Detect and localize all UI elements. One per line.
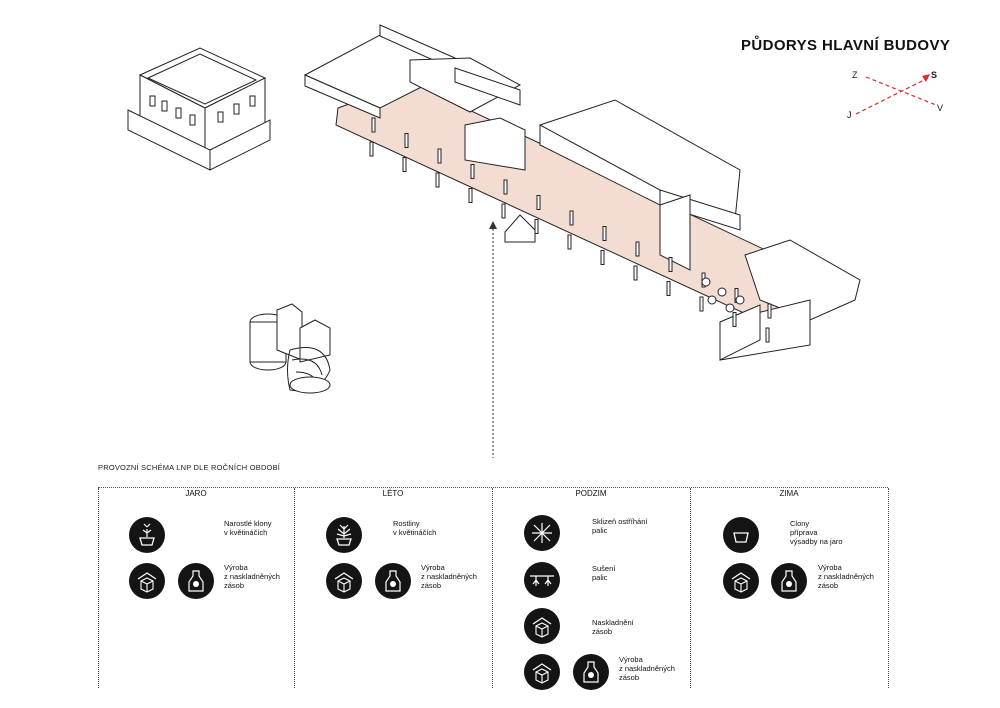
seedling-pot-icon bbox=[129, 517, 165, 553]
column bbox=[534, 219, 539, 234]
column bbox=[536, 195, 541, 210]
bottle-icon bbox=[573, 654, 609, 690]
season-name: JARO bbox=[185, 489, 207, 498]
bottle-icon bbox=[178, 563, 214, 599]
column bbox=[668, 257, 673, 272]
season-name: ZIMA bbox=[779, 489, 799, 498]
column bbox=[369, 141, 374, 157]
box-house-icon bbox=[524, 608, 560, 644]
column bbox=[765, 327, 770, 343]
schema-title: PROVOZNÍ SCHÉMA LNP DLE ROČNÍCH OBDOBÍ bbox=[98, 463, 281, 472]
isometric-floor-plan bbox=[127, 24, 937, 458]
column bbox=[501, 203, 506, 219]
season-name: LÉTO bbox=[382, 489, 404, 498]
page-title: PŮDORYS HLAVNÍ BUDOVY bbox=[741, 37, 951, 54]
box-house-icon bbox=[723, 563, 759, 599]
compass-label-s: S bbox=[931, 70, 938, 80]
empty-pot-icon bbox=[723, 517, 759, 553]
box-house-icon bbox=[326, 563, 362, 599]
column bbox=[602, 226, 607, 241]
column bbox=[503, 179, 508, 195]
item-label: Výroba z naskladněných zásob bbox=[619, 655, 675, 682]
column bbox=[699, 296, 704, 312]
season-zima: ZIMA bbox=[690, 487, 888, 689]
column bbox=[470, 164, 475, 179]
harvest-cut-icon bbox=[524, 515, 560, 551]
column bbox=[767, 303, 772, 319]
divider bbox=[492, 488, 493, 688]
divider bbox=[98, 488, 99, 688]
column bbox=[435, 172, 440, 188]
column bbox=[633, 265, 638, 281]
connector-arrow-icon bbox=[489, 221, 497, 229]
item-label: Výroba z naskladněných zásob bbox=[421, 563, 477, 590]
compass-label-v: V bbox=[937, 103, 944, 113]
column bbox=[600, 250, 605, 265]
north-arrow-icon bbox=[922, 74, 930, 82]
item-label: Naskladnění zásob bbox=[592, 618, 634, 636]
column bbox=[567, 234, 572, 250]
item-label: Rostliny v květináčích bbox=[393, 519, 437, 537]
plant-pot-icon bbox=[326, 517, 362, 553]
spiral-staircase bbox=[249, 303, 331, 394]
column-grid bbox=[369, 117, 772, 343]
bottle-icon bbox=[771, 563, 807, 599]
column bbox=[437, 148, 442, 164]
cafe-seating bbox=[701, 277, 745, 313]
season-name: PODZIM bbox=[575, 489, 607, 498]
small-building bbox=[127, 47, 271, 171]
column bbox=[468, 188, 473, 203]
drying-icon bbox=[524, 562, 560, 598]
column bbox=[666, 281, 671, 296]
box-house-icon bbox=[524, 654, 560, 690]
divider bbox=[690, 488, 691, 688]
compass-rose bbox=[855, 74, 937, 115]
item-label: Clony příprava výsadby na jaro bbox=[790, 519, 843, 546]
compass-label-j: J bbox=[847, 110, 852, 120]
bottle-icon bbox=[375, 563, 411, 599]
item-label: Sušení palic bbox=[592, 564, 616, 582]
item-label: Výroba z naskladněných zásob bbox=[224, 563, 280, 590]
divider bbox=[98, 487, 888, 488]
divider bbox=[888, 488, 889, 688]
item-label: Narostlé klony v květináčích bbox=[224, 519, 272, 537]
season-podzim: PODZIM bbox=[492, 487, 690, 689]
column bbox=[635, 241, 640, 257]
compass-label-z: Z bbox=[852, 70, 858, 80]
season-jaro: JARO bbox=[98, 487, 294, 689]
column bbox=[402, 157, 407, 172]
column bbox=[569, 210, 574, 226]
column bbox=[404, 133, 409, 148]
item-label: Výroba z naskladněných zásob bbox=[818, 563, 874, 590]
season-leto: LÉTO bbox=[294, 487, 492, 689]
box-house-icon bbox=[129, 563, 165, 599]
column bbox=[732, 312, 737, 327]
entrance-stair bbox=[504, 214, 536, 243]
column bbox=[371, 117, 376, 133]
main-building bbox=[303, 24, 861, 361]
item-label: Sklizeň ostříhání palic bbox=[592, 517, 648, 535]
divider bbox=[294, 488, 295, 688]
